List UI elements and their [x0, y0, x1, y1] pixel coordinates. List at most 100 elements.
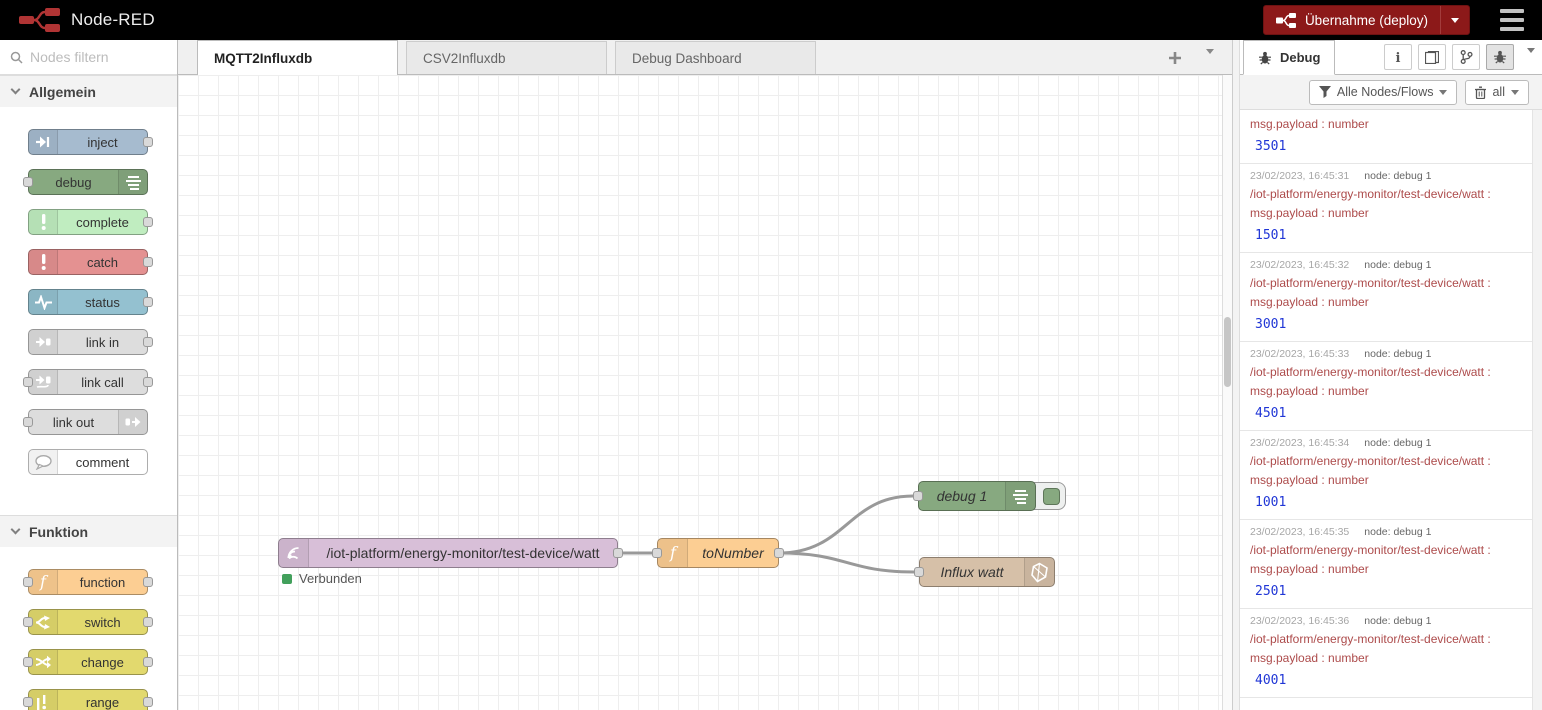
- debug-payload-path: msg.payload : number: [1250, 206, 1369, 220]
- palette-node-link-call[interactable]: link call: [23, 369, 153, 395]
- chevron-down-icon: [1206, 49, 1214, 71]
- svg-text:f: f: [669, 543, 679, 562]
- input-port[interactable]: [23, 417, 33, 427]
- palette-section-funktion[interactable]: Funktion: [0, 515, 177, 547]
- output-port[interactable]: [143, 137, 153, 147]
- input-port[interactable]: [23, 577, 33, 587]
- palette-node-link-out[interactable]: link out: [23, 409, 148, 435]
- palette-node-catch[interactable]: catch: [28, 249, 153, 275]
- projects-tab-button[interactable]: [1452, 44, 1480, 70]
- deploy-icon: [1275, 12, 1296, 28]
- debug-tab-button[interactable]: [1486, 44, 1514, 70]
- debug-payload-value: 2501: [1255, 584, 1287, 599]
- debug-payload-value: 1001: [1255, 495, 1287, 510]
- palette-node-label: link in: [85, 334, 120, 350]
- port-tonumber-in[interactable]: [652, 548, 662, 558]
- input-port[interactable]: [23, 177, 33, 187]
- output-port[interactable]: [143, 257, 153, 267]
- output-port[interactable]: [143, 297, 153, 307]
- input-port[interactable]: [23, 697, 33, 707]
- output-port[interactable]: [143, 577, 153, 587]
- palette-node-inject[interactable]: inject: [28, 129, 153, 155]
- palette-node-complete[interactable]: complete: [28, 209, 153, 235]
- svg-text:f: f: [39, 572, 49, 591]
- flow-node-debug1[interactable]: debug 1: [918, 481, 1036, 511]
- palette-node-switch[interactable]: switch: [23, 609, 153, 635]
- flow-canvas[interactable]: /iot-platform/energy-monitor/test-device…: [178, 75, 1222, 710]
- input-port[interactable]: [23, 657, 33, 667]
- info-tab-button[interactable]: i: [1384, 44, 1412, 70]
- port-mqtt-out[interactable]: [613, 548, 623, 558]
- flow-tab-debug-dashboard[interactable]: Debug Dashboard: [615, 41, 816, 74]
- main-menu-button[interactable]: [1500, 9, 1526, 31]
- add-flow-button[interactable]: [1164, 47, 1186, 69]
- sidebar-content: Debug i: [1240, 40, 1542, 710]
- flow-tab-mqtt2influxdb[interactable]: MQTT2Influxdb: [197, 40, 398, 75]
- debug-toggle-indicator: [1043, 487, 1060, 505]
- palette-node-link-in[interactable]: link in: [28, 329, 153, 355]
- palette-node-debug[interactable]: debug: [23, 169, 148, 195]
- sidebar-menu-button[interactable]: [1527, 48, 1535, 71]
- palette-search[interactable]: Nodes filtern: [0, 40, 177, 75]
- port-tonumber-out[interactable]: [774, 548, 784, 558]
- debug-filter-button[interactable]: Alle Nodes/Flows: [1308, 79, 1458, 105]
- wires-layer[interactable]: [178, 75, 1222, 710]
- chevron-down-icon: [1451, 17, 1459, 23]
- output-port[interactable]: [143, 337, 153, 347]
- debug-filter-label: Alle Nodes/Flows: [1336, 85, 1434, 99]
- palette-node-comment[interactable]: comment: [28, 449, 148, 475]
- debug-clear-button[interactable]: all: [1465, 79, 1529, 105]
- palette-section-label: Funktion: [29, 523, 89, 540]
- palette-node-list: inject debug complete catch status link in lin…: [0, 107, 177, 515]
- input-port[interactable]: [23, 617, 33, 627]
- flow-node-influx-watt[interactable]: Influx watt: [919, 557, 1055, 587]
- output-port[interactable]: [143, 377, 153, 387]
- tab-debug[interactable]: Debug: [1243, 40, 1336, 75]
- sidebar-tab-icons: i: [1384, 44, 1514, 70]
- output-port[interactable]: [143, 657, 153, 667]
- palette-section-allgemein[interactable]: Allgemein: [0, 75, 177, 107]
- range-icon: [29, 690, 58, 710]
- flow-node-tonumber[interactable]: f toNumber: [657, 538, 779, 568]
- debug-payload-path: msg.payload : number: [1250, 117, 1369, 131]
- inject-icon: [29, 130, 58, 154]
- complete-icon: [29, 210, 58, 234]
- debug-source-node: node: debug 1: [1364, 615, 1432, 627]
- help-tab-button[interactable]: [1418, 44, 1446, 70]
- output-port[interactable]: [143, 617, 153, 627]
- flow-list-button[interactable]: [1206, 49, 1214, 72]
- canvas-scrollbar-thumb[interactable]: [1224, 317, 1231, 387]
- port-debug-in[interactable]: [913, 491, 923, 501]
- port-influx-in[interactable]: [914, 567, 924, 577]
- link-call-icon: [29, 370, 58, 394]
- debug-topic: /iot-platform/energy-monitor/test-device…: [1250, 276, 1491, 290]
- debug-scrollbar[interactable]: [1532, 110, 1542, 710]
- flow-tab-csv2influxdb[interactable]: CSV2Influxdb: [406, 41, 607, 74]
- output-port[interactable]: [143, 217, 153, 227]
- palette-node-status[interactable]: status: [28, 289, 153, 315]
- trash-icon: [1475, 86, 1487, 99]
- sidebar-resize-handle[interactable]: [1232, 40, 1240, 710]
- flow-node-mqtt-in[interactable]: /iot-platform/energy-monitor/test-device…: [278, 538, 618, 568]
- canvas-scrollbar[interactable]: [1222, 75, 1232, 710]
- deploy-button[interactable]: Übernahme (deploy): [1262, 5, 1470, 35]
- output-port[interactable]: [143, 697, 153, 707]
- palette-node-change[interactable]: change: [23, 649, 153, 675]
- palette-node-range[interactable]: range: [23, 689, 153, 710]
- input-port[interactable]: [23, 377, 33, 387]
- deploy-options-button[interactable]: [1440, 6, 1469, 34]
- funnel-icon: [1318, 86, 1331, 98]
